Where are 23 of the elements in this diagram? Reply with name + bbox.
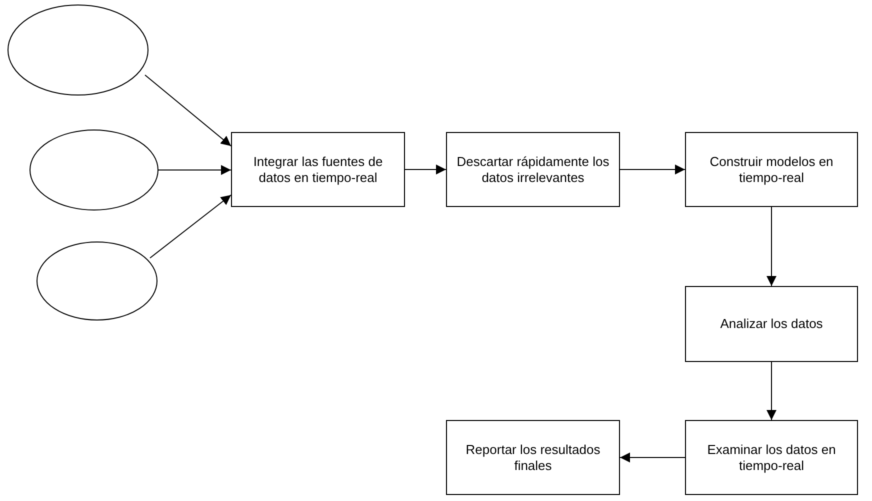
arrow <box>150 194 232 258</box>
process-box <box>685 132 858 207</box>
arrow <box>144 74 232 146</box>
box-label: Analizar los datos <box>720 316 823 332</box>
box-label: Descartar rápidamente los datos irrelevantes <box>456 154 610 186</box>
arrow <box>766 206 776 286</box>
process-box <box>446 420 620 495</box>
box-label: Construir modelos en tiempo-real <box>708 154 834 186</box>
box-label: Examinar los datos en tiempo-real <box>706 442 837 474</box>
process-box <box>231 132 405 207</box>
ellipse-shape <box>36 242 158 320</box>
box-label: Reportar los resultados finales <box>464 442 602 474</box>
arrow <box>620 164 686 174</box>
ellipse-shape <box>30 130 158 210</box>
arrow <box>404 164 446 174</box>
box-label: Integrar las fuentes de datos en tiempo-real <box>252 154 384 186</box>
ellipse-shape <box>8 4 148 96</box>
process-box <box>446 132 620 207</box>
process-box <box>685 420 858 495</box>
arrow <box>158 165 232 175</box>
arrow <box>766 362 776 420</box>
process-box <box>685 286 858 362</box>
arrow <box>620 452 686 462</box>
